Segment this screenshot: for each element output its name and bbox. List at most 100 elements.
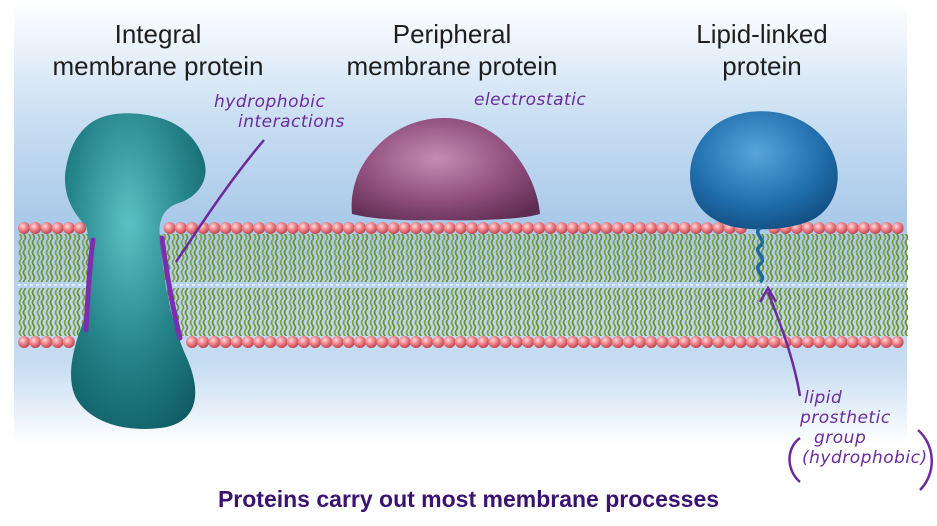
lipid-head xyxy=(62,222,75,234)
lipid-head xyxy=(678,222,691,234)
lipid-head xyxy=(410,222,422,234)
lipid-head xyxy=(18,222,30,234)
lipid-head xyxy=(555,336,568,348)
lipid-annotation-arrow xyxy=(758,285,802,397)
lipid-head xyxy=(578,336,590,348)
lipid-head xyxy=(880,336,893,348)
lipid-head xyxy=(690,336,702,348)
lipid-head xyxy=(667,336,680,348)
peripheral-protein-label: Peripheral membrane protein xyxy=(322,18,582,82)
lipid-head xyxy=(656,336,669,348)
lipid-head xyxy=(712,336,725,348)
lipid-head xyxy=(309,222,322,234)
lipid-head xyxy=(634,222,646,234)
lipid-head xyxy=(499,336,512,348)
lipid-head xyxy=(533,336,546,348)
hydrophobic-contact-left xyxy=(83,237,96,333)
lipid-head xyxy=(62,336,75,348)
peripheral-label-line-1: Peripheral xyxy=(392,19,512,49)
lipid-head xyxy=(18,336,30,348)
lipid-linked-protein-label: Lipid-linked protein xyxy=(662,18,862,82)
lipid-head xyxy=(398,222,411,234)
lipid-head xyxy=(566,222,579,234)
lipid-head xyxy=(286,222,299,234)
lipid-head xyxy=(891,336,904,348)
peripheral-membrane-protein xyxy=(351,118,540,221)
lipid-head xyxy=(813,222,826,234)
lipid-head xyxy=(746,336,758,348)
lipid-head xyxy=(544,336,557,348)
lipid-head xyxy=(835,336,848,348)
lipid-head xyxy=(230,336,243,348)
lipid-head xyxy=(589,222,602,234)
lipid-head xyxy=(622,336,635,348)
lipid-head xyxy=(242,336,254,348)
lipid-head xyxy=(578,222,590,234)
lipid-head xyxy=(858,336,870,348)
lipid-head xyxy=(824,222,837,234)
lipid-head xyxy=(846,336,859,348)
lipid-head xyxy=(309,336,322,348)
hydrophobic-note-line-1: hydrophobic xyxy=(214,92,326,112)
lipid-head xyxy=(880,222,893,234)
lipid-head xyxy=(51,222,64,234)
lipid-heads-bottom-leaflet xyxy=(18,336,904,348)
lipid-head xyxy=(611,336,624,348)
peripheral-label-line-2: membrane protein xyxy=(346,51,558,81)
lipid-head xyxy=(488,222,501,234)
lipid-head xyxy=(376,222,389,234)
lipid-head xyxy=(600,222,613,234)
lipid-head xyxy=(757,336,770,348)
integral-membrane-protein xyxy=(64,113,206,429)
lipid-head xyxy=(365,222,378,234)
lipid-head xyxy=(230,222,243,234)
hydrophobic-bracket-close xyxy=(917,429,933,491)
lipid-head xyxy=(566,336,579,348)
lipid-head xyxy=(667,222,680,234)
lipid-head xyxy=(342,222,355,234)
lipid-head xyxy=(510,222,523,234)
lipid-head xyxy=(242,222,254,234)
lipid-head xyxy=(510,336,523,348)
lipid-head xyxy=(869,222,882,234)
lipid-head xyxy=(723,336,736,348)
lipid-head xyxy=(253,336,266,348)
lipid-head xyxy=(186,336,198,348)
lipid-head xyxy=(522,336,534,348)
lipid-head xyxy=(712,222,725,234)
lipid-head xyxy=(40,222,53,234)
lipid-head xyxy=(802,336,814,348)
lipid-head xyxy=(320,336,333,348)
lipid-note-line-3: group xyxy=(814,428,867,448)
lipid-head xyxy=(264,336,277,348)
lipid-anchor-chain xyxy=(756,226,764,284)
lipid-head xyxy=(477,336,490,348)
integral-label-line-1: Integral xyxy=(114,19,202,49)
lipid-head xyxy=(387,222,400,234)
integral-label-line-2: membrane protein xyxy=(52,51,264,81)
lipid-head xyxy=(846,222,859,234)
lipid-head xyxy=(298,336,310,348)
lipid-head xyxy=(466,336,478,348)
lipid-prosthetic-group-note: lipid prosthetic group (hydrophobic) xyxy=(800,388,935,468)
integral-protein-label: Integral membrane protein xyxy=(28,18,288,82)
lipid-head xyxy=(29,222,42,234)
lipid-head xyxy=(186,222,198,234)
lipid-head xyxy=(466,222,478,234)
lipid-head xyxy=(443,222,456,234)
lipid-head xyxy=(253,222,266,234)
lipid-head xyxy=(477,222,490,234)
lipid-head xyxy=(701,336,714,348)
electrostatic-note: electrostatic xyxy=(474,90,604,110)
lipid-head xyxy=(264,222,277,234)
lipid-head xyxy=(891,222,904,234)
lipid-head xyxy=(768,336,781,348)
lipid-head xyxy=(331,336,344,348)
lipid-head xyxy=(40,336,53,348)
lipid-head xyxy=(600,336,613,348)
lipid-head xyxy=(421,336,434,348)
lipid-head xyxy=(208,222,221,234)
lipid-head xyxy=(197,336,210,348)
lipid-note-line-4: (hydrophobic) xyxy=(802,448,928,468)
